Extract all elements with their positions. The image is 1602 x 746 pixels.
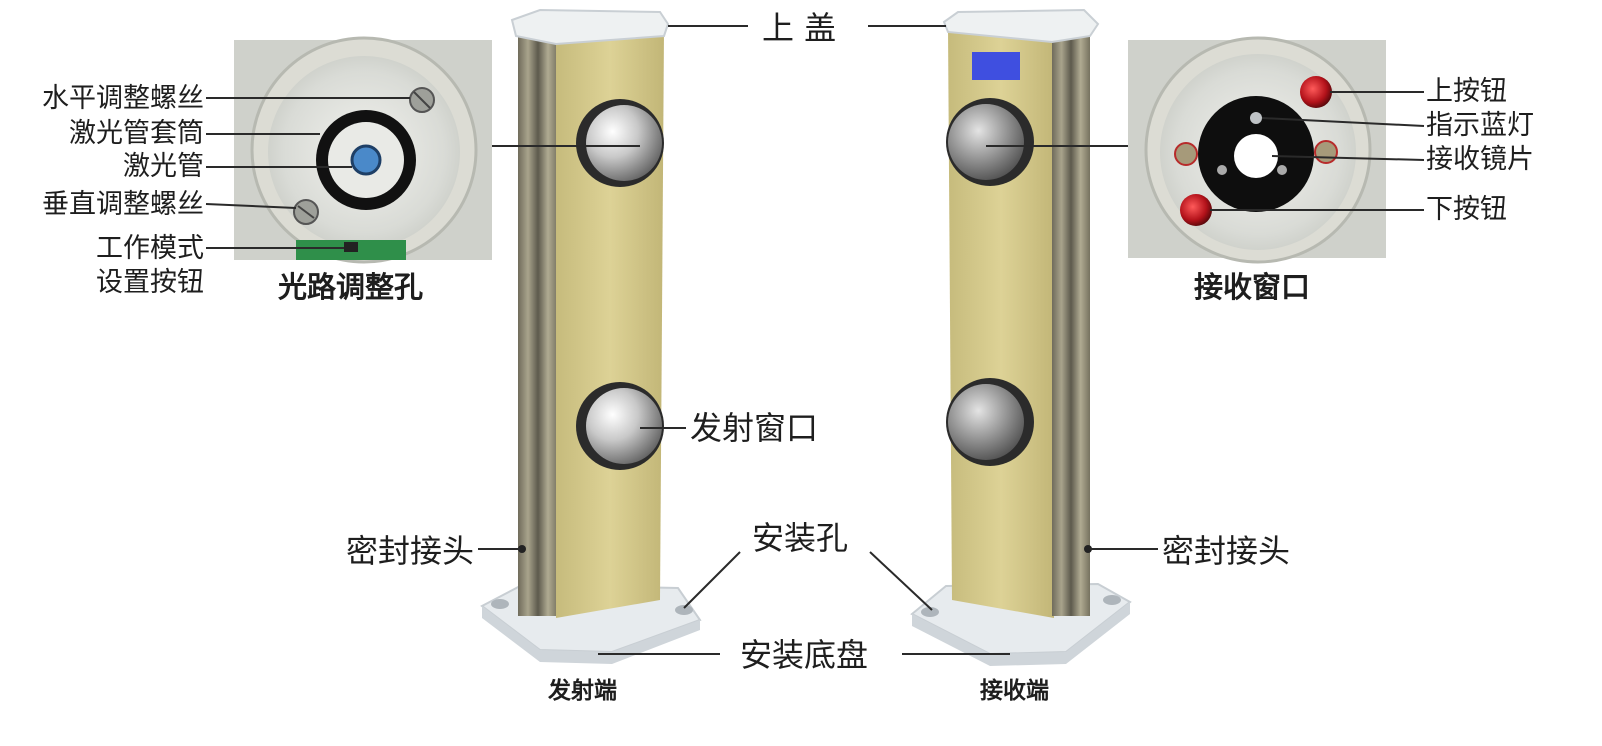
lens-screw-right — [1277, 165, 1287, 175]
emitter-upper-window-lens — [586, 105, 662, 181]
receiver-lower-window-lens — [948, 384, 1024, 460]
leader-blue-indicator — [1261, 117, 1425, 127]
receiver-column — [910, 8, 1132, 666]
emitter-ribbed-side — [518, 36, 558, 616]
laser-tube-icon — [350, 144, 382, 176]
emitter-mount-hole-right — [675, 605, 693, 615]
emitter-base-edge — [482, 606, 700, 664]
emitter-mount-hole-left — [491, 599, 509, 609]
vertical-screw-slot — [297, 205, 315, 219]
label-mount-base: 安装底盘 — [740, 636, 869, 674]
receiver-top-cap — [942, 8, 1100, 44]
receiver-mount-hole-right — [1103, 595, 1121, 605]
down-button-icon — [1180, 194, 1212, 226]
receiver-base-edge — [912, 602, 1130, 666]
label-top-cover: 上 盖 — [762, 9, 837, 47]
label-down-button: 下按钮 — [1426, 194, 1507, 225]
label-vertical-screw: 垂直调整螺丝 — [42, 189, 204, 220]
label-up-button: 上按钮 — [1426, 76, 1507, 107]
label-emit-window: 发射窗口 — [690, 409, 819, 447]
receiver-mount-hole-left — [921, 607, 939, 617]
up-button-icon — [1300, 76, 1332, 108]
leader-mount-hole-left — [683, 551, 741, 609]
receive-lens-icon — [1234, 134, 1278, 178]
leader-lines — [205, 25, 1425, 655]
label-laser-tube: 激光管 — [123, 151, 204, 182]
mount-screw-right — [1314, 140, 1338, 164]
emitter-top-cap — [510, 8, 670, 46]
lens-screw-left — [1217, 165, 1227, 175]
label-receive-window: 接收窗口 — [1194, 270, 1311, 304]
label-seal-joint-left: 密封接头 — [346, 532, 475, 570]
label-receive-lens: 接收镜片 — [1426, 144, 1534, 175]
label-mount-hole: 安装孔 — [752, 519, 849, 557]
receiver-upper-window-lens — [948, 104, 1024, 180]
mode-button-icon — [344, 242, 358, 252]
label-laser-sleeve: 激光管套筒 — [69, 118, 204, 149]
optical-hole-inset — [234, 36, 492, 264]
leader-receive-lens — [1271, 155, 1425, 161]
horizontal-screw-slot — [413, 91, 431, 109]
blue-indicator-icon — [1250, 112, 1262, 124]
leader-mount-hole-right — [869, 551, 933, 611]
label-receiver-end: 接收端 — [980, 678, 1049, 704]
receiver-indicator-window — [972, 52, 1020, 80]
receiver-ribbed-side — [1052, 36, 1090, 616]
label-mode-button-line1: 工作模式 — [96, 233, 204, 264]
label-optical-hole: 光路调整孔 — [278, 270, 424, 304]
label-blue-indicator: 指示蓝灯 — [1426, 110, 1534, 141]
mount-screw-left — [1174, 142, 1198, 166]
label-horizontal-screw: 水平调整螺丝 — [42, 83, 204, 114]
label-mode-button-line2: 设置按钮 — [96, 267, 204, 298]
leader-vertical-screw — [205, 203, 297, 209]
receiver-seal-joint — [1084, 545, 1092, 553]
emitter-lower-window-lens — [586, 388, 662, 464]
label-emitter-end: 发射端 — [548, 678, 617, 704]
label-seal-joint-right: 密封接头 — [1162, 532, 1291, 570]
receive-window-inset — [1128, 36, 1386, 264]
emitter-column — [480, 8, 702, 664]
emitter-seal-joint — [518, 545, 526, 553]
